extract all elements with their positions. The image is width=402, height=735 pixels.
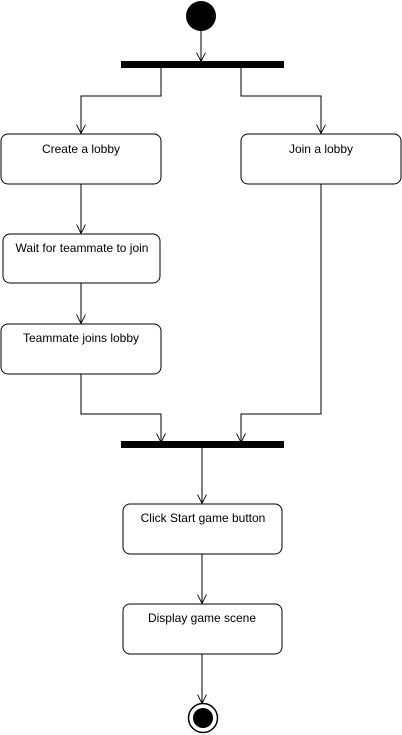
action-teammate-joins-label: Teammate joins lobby (23, 331, 139, 345)
action-click-start: Click Start game button (122, 503, 283, 555)
action-display-scene-label: Display game scene (148, 611, 256, 625)
edge-fork-to-create-lobby (81, 68, 162, 133)
fork-bar (121, 61, 284, 68)
action-teammate-joins: Teammate joins lobby (0, 323, 162, 375)
action-create-lobby-label: Create a lobby (42, 142, 120, 156)
edge-fork-to-join-lobby (240, 68, 321, 133)
action-click-start-label: Click Start game button (141, 511, 266, 525)
action-display-scene: Display game scene (122, 603, 283, 655)
initial-node (186, 1, 216, 31)
action-wait-teammate: Wait for teammate to join (2, 233, 161, 284)
action-join-lobby-label: Join a lobby (289, 142, 353, 156)
final-node (187, 702, 219, 734)
edge-join-lobby-to-join-bar (241, 184, 322, 442)
action-wait-teammate-label: Wait for teammate to join (16, 241, 149, 255)
action-create-lobby: Create a lobby (0, 133, 162, 185)
edge-teammate-joins-to-join-bar (80, 374, 161, 442)
join-bar (121, 441, 284, 448)
action-join-lobby: Join a lobby (240, 133, 402, 185)
